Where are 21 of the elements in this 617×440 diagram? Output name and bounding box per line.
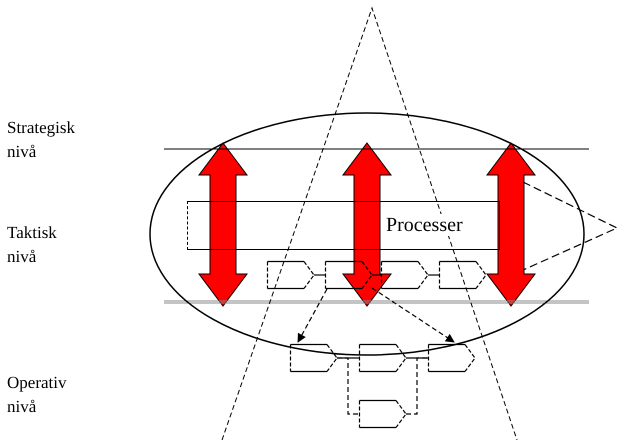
band-label: Processer: [384, 214, 465, 236]
process-step-pentagon: [359, 344, 407, 373]
connector-line: [406, 357, 428, 359]
level-label: Strategisk nivå: [7, 117, 76, 163]
process-band: [187, 201, 500, 250]
connector-line: [372, 274, 381, 276]
process-step-pentagon: [290, 344, 338, 373]
connector-line: [428, 274, 439, 276]
process-step-pentagon: [267, 261, 315, 290]
level-label: Operativ nivå: [7, 372, 68, 418]
process-step-pentagon: [359, 400, 407, 429]
arrow: [297, 288, 328, 343]
process-step-pentagon: [381, 261, 429, 290]
level-label: Taktisk nivå: [7, 222, 58, 268]
connector-line: [314, 274, 325, 276]
connector-line: [406, 357, 428, 415]
process-step-pentagon: [428, 344, 476, 373]
process-step-pentagon: [439, 261, 487, 290]
process-step-pentagon: [325, 261, 373, 290]
connector-line: [337, 357, 359, 415]
arrow: [372, 288, 455, 342]
